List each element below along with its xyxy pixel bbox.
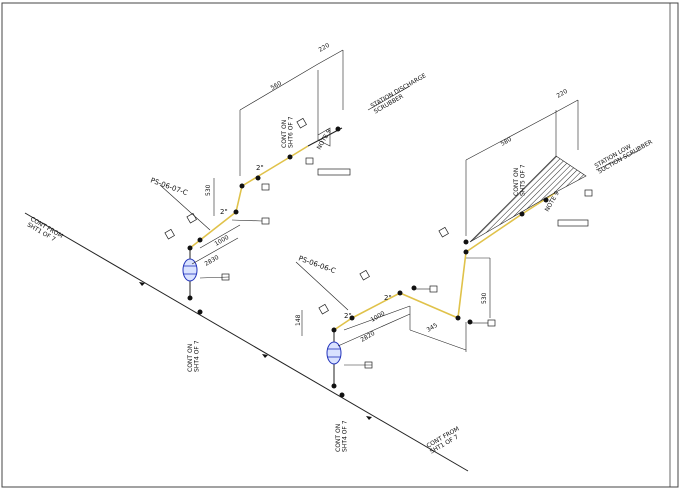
right-branch — [295, 99, 641, 398]
cont-from-label-right: CONT FROMSHT1 OF 7 — [426, 425, 464, 455]
dimension-label: 530 — [481, 292, 488, 304]
flow-arrow — [262, 354, 268, 358]
flow-arrow — [366, 416, 372, 420]
pipe-size-label: 2" — [344, 312, 352, 320]
dimension-label: 220 — [556, 88, 570, 100]
pipe-size-label: 2" — [256, 164, 264, 172]
dimension-label: 148 — [295, 314, 302, 326]
station-low-label: STATION LOWSUCTION SCRUBBER — [594, 133, 654, 176]
dimension-label: 2820 — [360, 330, 377, 344]
dimension-label: 1000 — [370, 310, 387, 324]
dimension-label: 560 — [270, 80, 284, 92]
dimension-label: 530 — [205, 184, 212, 196]
cont-from-label-left: CONT FROMSHT1 OF 7 — [26, 216, 64, 246]
scrubber-vessel — [469, 155, 587, 243]
dimension-label: 345 — [426, 322, 440, 334]
station-discharge-label: STATION DISCHARGESCRUBBER — [370, 72, 431, 115]
line-number-right: PS-06-06-C — [297, 254, 336, 275]
dimension-label: 220 — [318, 42, 332, 54]
pipe-size-label: 2" — [384, 294, 392, 302]
cont-on-label-bottom: CONT ONSHT4 OF 7 — [335, 420, 349, 452]
header-main-line — [24, 212, 469, 472]
valve-icon — [326, 341, 342, 365]
cont-on-label-upper-left: CONT ONSHT6 OF 7 — [281, 116, 295, 148]
line-number-left: PS-06-07-C — [149, 176, 188, 197]
valve-icon — [182, 258, 198, 282]
flow-arrow — [139, 282, 145, 286]
pipe-size-label: 2" — [220, 208, 228, 216]
dimension-label: 1000 — [214, 234, 231, 248]
dimension-label: 580 — [500, 136, 514, 148]
left-branch — [159, 49, 411, 315]
cont-on-label-upper-right: CONT ONSHT5 OF 7 — [513, 164, 527, 196]
cont-on-label-left: CONT ONSHT4 OF 7 — [187, 340, 201, 372]
